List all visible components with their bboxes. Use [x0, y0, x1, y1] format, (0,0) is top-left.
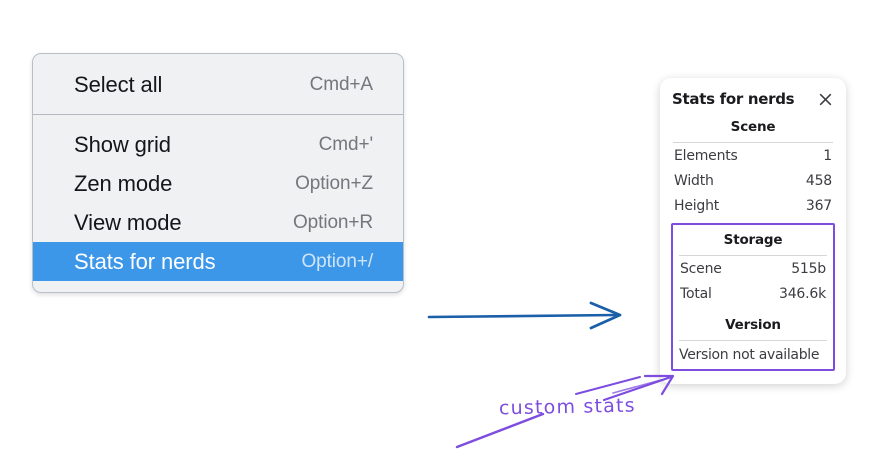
menu-item-label: Zen mode: [74, 170, 173, 196]
stats-for-nerds-panel: Stats for nerds Scene Elements 1 Width 4…: [660, 78, 846, 384]
stat-key: Width: [674, 173, 714, 189]
canvas-context-menu[interactable]: Select all Cmd+A Show grid Cmd+' Zen mod…: [32, 53, 404, 293]
menu-item-label: Select all: [74, 71, 163, 97]
stat-value: 346.6k: [779, 286, 826, 302]
version-section-heading: Version: [725, 317, 781, 333]
menu-item-label: Stats for nerds: [74, 248, 216, 274]
storage-section-heading: Storage: [723, 232, 783, 248]
stat-key: Elements: [674, 148, 738, 164]
stat-row-height: Height 367: [671, 193, 835, 218]
menu-item-shortcut: Option+/: [301, 250, 373, 272]
custom-stats-highlight-box: Storage Scene 515b Total 346.6k Version …: [671, 223, 835, 371]
stat-row-storage-scene: Scene 515b: [677, 256, 829, 281]
close-icon[interactable]: [817, 91, 834, 108]
menu-item-zen-mode[interactable]: Zen mode Option+Z: [33, 164, 403, 203]
menu-item-show-grid[interactable]: Show grid Cmd+': [33, 125, 403, 164]
version-rule: [679, 340, 827, 341]
stat-key: Scene: [680, 261, 722, 277]
purple-accent-stroke: [575, 376, 641, 395]
storage-rule: [679, 255, 827, 256]
panel-header: Stats for nerds: [671, 88, 835, 108]
menu-item-shortcut: Cmd+': [318, 133, 373, 155]
menu-item-label: View mode: [74, 209, 182, 235]
stat-value: 515b: [791, 261, 826, 277]
stat-value: 458: [805, 173, 832, 189]
stat-key: Total: [680, 286, 712, 302]
version-value: Version not available: [679, 347, 820, 363]
blue-pointer-arrow: [427, 301, 622, 330]
menu-item-shortcut: Option+Z: [295, 172, 373, 194]
menu-item-select-all[interactable]: Select all Cmd+A: [33, 65, 403, 104]
menu-group-2: Show grid Cmd+' Zen mode Option+Z View m…: [33, 115, 403, 292]
stat-row-storage-total: Total 346.6k: [677, 281, 829, 306]
stat-key: Height: [674, 198, 720, 214]
menu-item-view-mode[interactable]: View mode Option+R: [33, 203, 403, 242]
menu-item-shortcut: Cmd+A: [309, 73, 373, 95]
stat-row-width: Width 458: [671, 168, 835, 193]
scene-section-heading: Scene: [730, 119, 776, 135]
annotation-label-custom-stats: custom stats: [498, 394, 636, 420]
stat-row-elements: Elements 1: [671, 143, 835, 168]
panel-title: Stats for nerds: [672, 90, 795, 108]
menu-item-stats-for-nerds[interactable]: Stats for nerds Option+/: [33, 242, 403, 281]
menu-separator: [33, 114, 403, 115]
stat-value: 1: [823, 148, 832, 164]
menu-item-label: Show grid: [74, 131, 171, 157]
scene-rule: [673, 142, 833, 143]
menu-group-1: Select all Cmd+A: [33, 54, 403, 114]
menu-item-shortcut: Option+R: [293, 211, 373, 233]
stat-value: 367: [805, 198, 832, 214]
